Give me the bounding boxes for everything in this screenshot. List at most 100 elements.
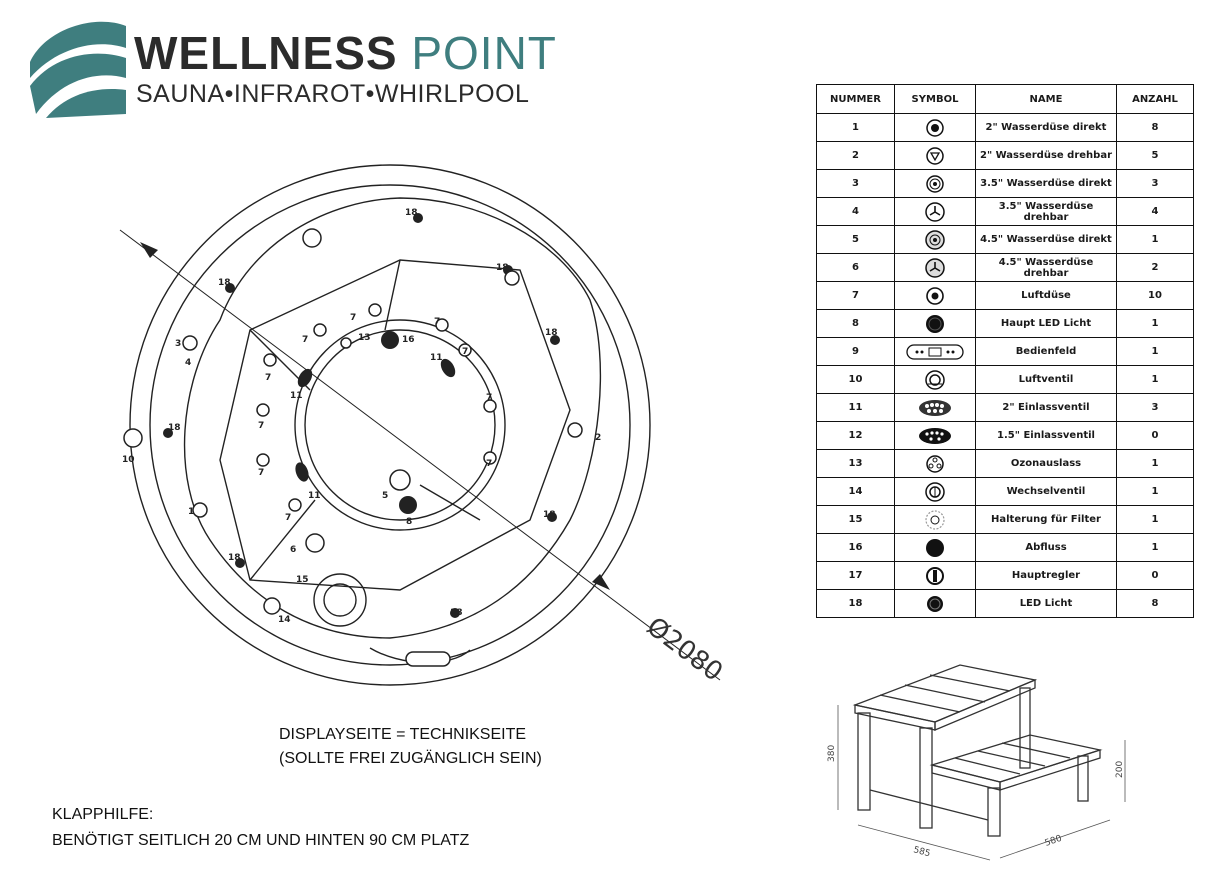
led-light-marker [550,335,560,345]
display-side-note-1: DISPLAYSEITE = TECHNIKSEITE [279,726,527,743]
dimension-arrow-tail [592,574,610,590]
inner-rim-outline [149,184,631,666]
drawing-label-3: 3 [175,339,181,349]
drawing-label-14: 14 [278,615,291,625]
legend-count: 1 [1116,533,1194,562]
legend-count: 1 [1116,505,1194,534]
legend-name: 4.5" Wasserdüse direkt [975,225,1117,254]
header-name: NAME [975,84,1117,114]
jet-marker [182,335,198,351]
bottom-rail [869,789,989,821]
drawing-label-15: 15 [296,575,309,585]
legend-number: 10 [816,365,895,394]
lower-step-front [931,764,1001,791]
air-jet-icon [894,281,976,310]
legend-count: 3 [1116,169,1194,198]
jet-marker [305,533,325,553]
leg-back [1019,687,1031,769]
air-jet-marker [435,318,449,332]
drawing-label-16: 16 [402,335,415,345]
jet-2-rotating-icon [894,141,976,170]
inlet-valve-2-icon [894,393,976,422]
legend-count: 4 [1116,197,1194,226]
main-led-icon [894,309,976,338]
legend-name: LED Licht [975,589,1117,618]
drawing-label-1: 1 [188,507,194,517]
slat-line [879,694,961,713]
leg-front-right [919,727,933,829]
lower-step-side [999,749,1101,791]
drawing-label-7: 7 [258,421,264,431]
inlet-valve-marker [295,462,309,482]
legend-number: 11 [816,393,895,422]
diverter-valve-marker [263,597,281,615]
led-light-marker [547,512,557,522]
legend-count: 0 [1116,561,1194,590]
control-panel-marker [405,651,451,667]
slat-line [929,674,1011,692]
legend-name: Haupt LED Licht [975,309,1117,338]
air-jet-marker [256,403,270,417]
ozone-outlet-icon [894,449,976,478]
legend-name: 4.5" Wasserdüse drehbar [975,253,1117,282]
whirlpool-top-view-drawing: Ø2080 1 [119,164,728,688]
shell-outline [183,197,602,639]
footwell-outline [294,319,506,531]
legend-count: 2 [1116,253,1194,282]
air-valve-icon [894,365,976,394]
seat-divider-4 [249,499,316,581]
slat-line [1001,742,1071,759]
led-light-icon [894,589,976,618]
dim-line-width [857,824,991,861]
drawing-label-18: 18 [543,510,556,520]
inlet-valve-marker [297,368,313,388]
drawing-label-18: 18 [496,263,509,273]
brand-name-part1: WELLNESS [134,27,398,79]
legend-number: 5 [816,225,895,254]
drawing-label-7: 7 [285,513,291,523]
legend-name: Abfluss [975,533,1117,562]
legend-count: 1 [1116,225,1194,254]
drawing-label-18: 18 [168,423,181,433]
drawing-label-18: 18 [218,278,231,288]
jet-marker [567,422,583,438]
drawing-label-7: 7 [265,373,271,383]
jet-2-direct-icon [894,113,976,142]
leg-lower-right [1077,755,1089,802]
legend-name: 2" Wasserdüse direkt [975,113,1117,142]
air-jet-marker [313,323,327,337]
air-jet-marker [263,353,277,367]
air-jet-marker [368,303,382,317]
footwell-inner-outline [304,329,496,521]
display-side-note-2: (SOLLTE FREI ZUGÄNGLICH SEIN) [279,750,542,767]
legend-name: 2" Wasserdüse drehbar [975,141,1117,170]
legend-count: 1 [1116,337,1194,366]
drain-marker [381,331,399,349]
step-dim-height-low: 200 [1115,761,1125,778]
seat-divider-1 [384,259,401,331]
step-title: KLAPPHILFE: [52,806,154,823]
filter-housing-inner [323,583,357,617]
legend-number: 4 [816,197,895,226]
drawing-label-18: 18 [545,328,558,338]
legend-count: 1 [1116,477,1194,506]
slat-line [977,750,1046,767]
legend-name: 3.5" Wasserdüse direkt [975,169,1117,198]
legend-number: 3 [816,169,895,198]
legend-name: 2" Einlassventil [975,393,1117,422]
header-number: NUMMER [816,84,895,114]
legend-count: 10 [1116,281,1194,310]
legend-number: 18 [816,589,895,618]
air-jet-marker [256,453,270,467]
